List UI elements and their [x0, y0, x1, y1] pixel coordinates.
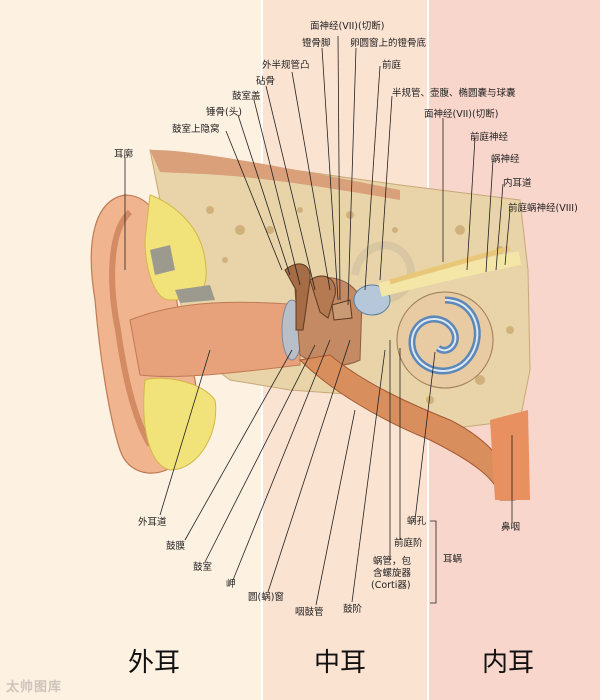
external-auditory-canal: [129, 301, 301, 378]
label-helicotrema: 蜗孔: [407, 516, 427, 527]
scalp-skin: [150, 150, 400, 200]
region-title-outer: 外耳: [128, 648, 181, 678]
label-vestibule: 前庭: [382, 60, 402, 71]
label-vestibular-nerve: 前庭神经: [470, 132, 509, 143]
facial-nerve-shape: [389, 245, 511, 285]
bone-texture: [206, 206, 514, 404]
label-stapes-footplate: 卵圆窗上的镫骨底: [350, 38, 427, 49]
label-external-canal: 外耳道: [138, 517, 167, 528]
cartilage-grey-1: [150, 245, 175, 275]
label-eardrum: 鼓膜: [166, 541, 186, 552]
label-internal-meatus: 内耳道: [503, 178, 532, 189]
label-eustachian-tube: 咽鼓管: [295, 607, 324, 618]
label-cochlear-duct-2: 含螺旋器: [373, 568, 412, 579]
label-tegmen: 鼓室盖: [232, 91, 261, 102]
auricle-fold: [109, 209, 153, 447]
malleus-shape: [284, 263, 311, 331]
region-title-inner: 内耳: [482, 648, 535, 678]
label-round-window: 圆(蜗)窗: [248, 592, 284, 603]
label-epitympanic-recess: 鼓室上隐窝: [172, 124, 220, 135]
semicircular-canals: [351, 241, 415, 304]
label-tympanic-cavity: 鼓室: [193, 562, 213, 573]
label-nasopharynx: 鼻咽: [501, 522, 521, 533]
label-incus: 砧骨: [256, 76, 276, 87]
label-scala-vestibuli: 前庭阶: [394, 538, 423, 549]
ear-cartilage-lower: [143, 377, 217, 471]
leader-lines: [124, 35, 513, 606]
label-cochlear-nerve: 蜗神经: [491, 154, 520, 165]
cochlea-shape: [396, 291, 494, 389]
label-cochlea-group: 耳蜗: [443, 554, 463, 565]
label-stapes-crus: 镫骨脚: [302, 38, 331, 49]
label-scala-tympani: 鼓阶: [343, 604, 363, 615]
stapes-shape: [331, 299, 353, 321]
label-promontory: 岬: [226, 579, 236, 590]
label-facial-nerve-top: 面神经(VII)(切断): [310, 21, 385, 32]
nasopharynx-shape: [490, 410, 530, 500]
label-cochlear-duct-3: (Corti器): [371, 580, 411, 591]
label-lateral-canal-prominence: 外半规管凸: [262, 60, 310, 71]
cartilage-grey-2: [175, 285, 215, 303]
vestibulocochlear-nerve-shape: [378, 251, 522, 297]
label-auricle: 耳廓: [114, 149, 134, 160]
label-vestibulocochlear-nerve: 前庭蜗神经(VIII): [508, 203, 578, 214]
label-canals-utricle-saccule: 半规管、壶腹、椭圆囊与球囊: [392, 88, 516, 99]
label-malleus-head: 锤骨(头): [206, 107, 242, 118]
label-cochlear-duct-1: 蜗管，包: [373, 556, 412, 567]
region-title-middle: 中耳: [314, 648, 367, 678]
label-facial-nerve-right: 面神经(VII)(切断): [424, 109, 499, 120]
cochlea-bracket: [430, 520, 437, 604]
watermark: 太帅图库: [6, 680, 63, 695]
